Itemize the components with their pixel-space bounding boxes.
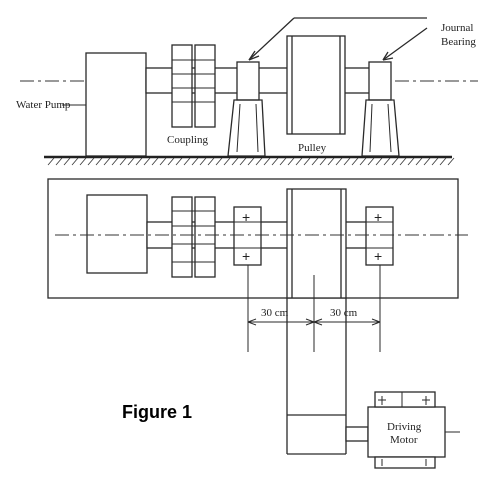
ground-hatch-mark [207,157,215,166]
ground-hatch-mark [231,157,239,166]
label-journal: Journal [441,22,473,34]
ground-hatch-mark [135,157,143,166]
water-pump-plan [86,194,148,274]
ground-hatch-mark [103,157,111,166]
ground-hatching [47,157,455,166]
ground-hatch-mark [415,157,423,166]
pulley-plan [286,188,347,299]
dimension-label-right: 30 cm [330,307,358,319]
ground-hatch-mark [391,157,399,166]
ground-hatch-mark [311,157,319,166]
dimension-label-left: 30 cm [261,307,289,319]
ground-hatch-mark [367,157,375,166]
ground-hatch-mark [159,157,167,166]
bearing-bolt-right-upper: + [374,209,382,225]
ground-hatch-mark [151,157,159,166]
ground-hatch-mark [335,157,343,166]
arrowhead-bearing-left [248,50,260,61]
ground-hatch-mark [119,157,127,166]
label-water-pump: Water Pump [16,99,71,111]
leader-bearing-right [382,27,428,61]
ground-hatch-mark [183,157,191,166]
journal-bearing-right-plan [365,206,394,266]
ground-hatch-mark [295,157,303,166]
side-elevation-view [20,17,478,166]
bearing-bolt-left-lower: + [242,248,250,264]
label-driving: Driving [387,421,422,433]
ground-hatch-mark [167,157,175,166]
ground-hatch-mark [287,157,295,166]
journal-bearing-left-top [227,61,266,157]
ground-hatch-mark [95,157,103,166]
ground-hatch-mark [439,157,447,166]
label-coupling: Coupling [167,134,208,146]
driving-motor [367,391,460,469]
ground-hatch-mark [271,157,279,166]
ground-hatch-mark [303,157,311,166]
ground-hatch-mark [255,157,263,166]
ground-hatch-mark [55,157,63,166]
ground-hatch-mark [423,157,431,166]
ground-hatch-mark [263,157,271,166]
water-pump-body [85,52,147,157]
ground-hatch-mark [399,157,407,166]
ground-hatch-mark [319,157,327,166]
ground-hatch-mark [343,157,351,166]
ground-hatch-mark [143,157,151,166]
ground-hatch-mark [111,157,119,166]
coupling-top [168,44,220,128]
ground-hatch-mark [175,157,183,166]
dimension-lines [247,265,381,352]
ground-hatch-mark [383,157,391,166]
ground-hatch-mark [127,157,135,166]
ground-hatch-mark [431,157,439,166]
ground-hatch-mark [279,157,287,166]
journal-bearing-right-top [361,61,400,157]
ground-hatch-mark [215,157,223,166]
journal-bearing-left-plan [233,206,262,266]
ground-hatch-mark [239,157,247,166]
ground-hatch-mark [247,157,255,166]
label-pulley: Pulley [298,142,327,154]
ground-hatch-mark [63,157,71,166]
bearing-bolt-right-lower: + [374,248,382,264]
ground-hatch-mark [47,157,55,166]
ground-hatch-mark [79,157,87,166]
label-bearing: Bearing [441,36,476,48]
ground-hatch-mark [447,157,455,166]
plan-view: + + + + 30 cm 30 [47,178,468,469]
ground-hatch-mark [87,157,95,166]
ground-hatch-mark [199,157,207,166]
ground-hatch-mark [359,157,367,166]
ground-hatch-mark [191,157,199,166]
ground-hatch-mark [407,157,415,166]
ground-hatch-mark [223,157,231,166]
label-motor: Motor [390,434,418,446]
arrowhead-bearing-right [382,51,394,61]
leader-bearing-left [248,17,295,61]
ground-hatch-mark [351,157,359,166]
motor-shaft [345,426,369,442]
coupling-plan [168,196,220,278]
pulley-top [286,35,346,135]
ground-hatch-mark [327,157,335,166]
ground-hatch-mark [375,157,383,166]
figure-caption: Figure 1 [122,402,192,422]
bearing-bolt-left-upper: + [242,209,250,225]
ground-hatch-mark [71,157,79,166]
